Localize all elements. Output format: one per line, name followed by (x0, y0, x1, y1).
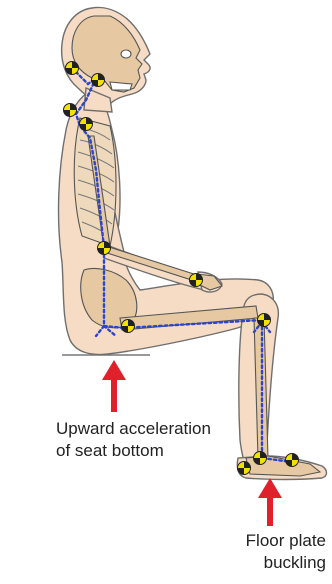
up-arrow-icon (102, 360, 126, 380)
accelerometer-sensor-icon (98, 242, 111, 255)
floor-buckling-arrow (258, 478, 282, 526)
accelerometer-sensor-icon (254, 452, 267, 465)
accelerometer-sensor-icon (66, 62, 79, 75)
floor-label-line2: buckling (246, 552, 326, 574)
accelerometer-sensor-icon (80, 118, 93, 131)
seat-acceleration-arrow (102, 360, 126, 412)
seat-label-line2: of seat bottom (56, 440, 211, 462)
accelerometer-sensor-icon (258, 314, 271, 327)
accelerometer-sensor-icon (286, 454, 299, 467)
accelerometer-sensor-icon (190, 274, 203, 287)
floor-buckling-label: Floor plate buckling (246, 530, 326, 574)
floor-label-line1: Floor plate (246, 530, 326, 552)
seat-acceleration-label: Upward acceleration of seat bottom (56, 418, 211, 462)
jaw (110, 82, 132, 90)
up-arrow-icon (258, 478, 282, 498)
seat-label-line1: Upward acceleration (56, 418, 211, 440)
accelerometer-sensor-icon (122, 320, 135, 333)
eye-socket (121, 50, 131, 58)
accelerometer-sensor-icon (92, 74, 105, 87)
accelerometer-sensor-icon (238, 462, 251, 475)
accelerometer-sensor-icon (64, 104, 77, 117)
